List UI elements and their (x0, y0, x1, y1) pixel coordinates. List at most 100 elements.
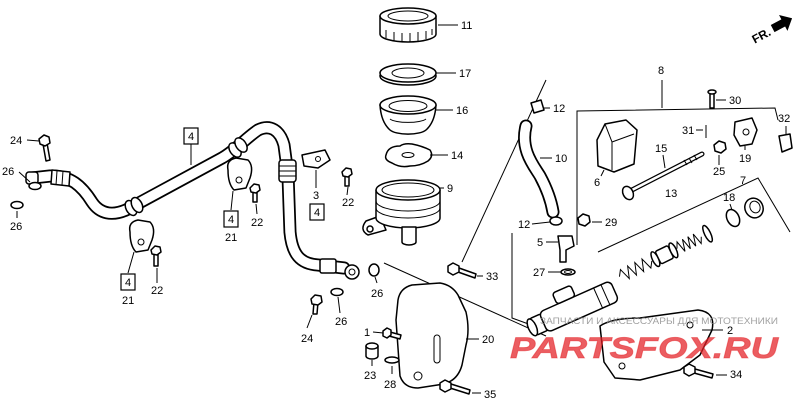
reservoir-tank (362, 179, 441, 246)
callout-brake-hose-top: 4 (188, 131, 194, 143)
sealing-washer (368, 263, 380, 277)
callout-cotter-pin: 31 (682, 125, 694, 137)
callout-box (120, 273, 136, 291)
push-rod (621, 151, 705, 201)
callout-diaphragm: 16 (456, 105, 468, 117)
guard-mount-bolt (439, 379, 471, 395)
callout-clamp-bolt-lower: 22 (151, 285, 163, 297)
callout-cylinder-cover: 2 (727, 325, 733, 337)
diaphragm-plate (379, 63, 437, 86)
callout-washer-right: 26 (371, 288, 383, 300)
callout-clamp-middle: 21 (225, 232, 237, 244)
arrow-up-right-icon (770, 15, 793, 33)
reservoir-diaphragm (379, 95, 437, 135)
callout-clevis: 19 (739, 153, 751, 165)
callout-washer-bottom: 26 (335, 316, 347, 328)
hose-banjo-right (344, 264, 360, 280)
callout-washer-left-top: 26 (2, 166, 14, 178)
hose-clamp-middle (226, 157, 253, 191)
sealing-washer (330, 287, 344, 297)
hose-fitting-left (50, 169, 71, 187)
guard-bolt (382, 327, 402, 340)
watermark: ЗАПЧАСТИ И АКСЕССУАРЫ ДЛЯ МОТОТЕХНИКИ PA… (510, 316, 780, 365)
grommet (365, 342, 379, 360)
callout-washer-left-bottom: 26 (10, 221, 22, 233)
callout-clamp-upper: 3 (313, 190, 319, 202)
o-ring (560, 268, 576, 276)
banjo-bolt-left (38, 134, 51, 162)
cover-bolt (683, 363, 714, 379)
callout-push-rod: 15 (655, 143, 667, 155)
callout-brake-hose-middle: 4 (228, 214, 234, 226)
callout-dust-boot: 7 (740, 175, 746, 187)
hose-clamp-lower (128, 219, 155, 253)
callout-reservoir-hose: 10 (555, 153, 567, 165)
callout-banjo-bolt-right: 24 (301, 333, 313, 345)
retaining-clip (778, 133, 793, 153)
cylinder-cover (599, 309, 714, 381)
callout-hose-clamp-bottom: 12 (518, 219, 530, 231)
callout-reservoir: 9 (447, 183, 453, 195)
callout-box (223, 210, 239, 228)
bolt (447, 262, 477, 279)
leader-lines (16, 24, 787, 394)
callout-screw: 29 (605, 217, 617, 229)
callout-lock-nut: 25 (713, 166, 725, 178)
callout-float: 14 (451, 150, 463, 162)
callout-clamp-bolt-upper: 22 (342, 197, 354, 209)
callout-clamp-bolt-middle: 22 (251, 217, 263, 229)
callout-hose-joint: 5 (537, 237, 543, 249)
snap-ring (725, 208, 741, 228)
master-cylinder-guard (395, 282, 469, 389)
callout-o-ring: 27 (533, 267, 545, 279)
clamp-bolt-upper (341, 167, 353, 187)
callout-retaining-clip: 32 (778, 113, 790, 125)
piston-kit (618, 224, 714, 280)
callout-banjo-bolt-left: 24 (10, 135, 22, 147)
collar (384, 356, 400, 364)
callout-collar: 28 (384, 379, 396, 391)
hose-joint-fitting (557, 235, 575, 263)
callout-clamp-lower: 21 (122, 295, 134, 307)
sealing-washer (10, 200, 24, 210)
callout-snap-ring: 18 (723, 192, 735, 204)
callout-reservoir-cap: 11 (461, 20, 472, 32)
front-label: FR. (750, 25, 774, 46)
callout-cover-bolt: 34 (730, 369, 742, 381)
front-direction-indicator: FR. (750, 15, 793, 46)
master-cylinder-body (526, 281, 619, 337)
reservoir-cap (379, 7, 437, 43)
dust-boot (744, 197, 764, 219)
clevis (733, 117, 758, 147)
callout-hose-clamp-top: 12 (553, 103, 565, 115)
reservoir-float (384, 143, 433, 168)
assembly-bracket (576, 80, 791, 253)
hose-clamp-bottom (549, 216, 563, 226)
clamp-bolt-middle (249, 183, 261, 203)
banjo-bolt-right (310, 294, 323, 315)
clevis-pin (707, 89, 717, 109)
callout-box (309, 203, 325, 221)
screw (577, 213, 591, 227)
hose-clamp-upper (301, 149, 331, 169)
hose-clamp-top (530, 99, 545, 114)
callout-assembly: 8 (658, 65, 664, 77)
callout-diaphragm-plate: 17 (459, 68, 471, 80)
lock-nut (713, 140, 727, 154)
callout-rubber-boot: 6 (594, 177, 600, 189)
watermark-tagline: ЗАПЧАСТИ И АКСЕССУАРЫ ДЛЯ МОТОТЕХНИКИ (540, 316, 778, 326)
rubber-boot (596, 119, 638, 173)
callout-guard-bolt: 1 (364, 327, 370, 339)
callout-guard-mount-bolt: 35 (484, 389, 496, 401)
callout-bolt: 33 (486, 271, 498, 283)
reservoir-hose (518, 99, 563, 226)
clamp-bolt-lower (150, 245, 162, 267)
callout-piston-kit: 13 (665, 188, 677, 200)
callout-guard: 20 (482, 334, 494, 346)
callout-brake-hose-lower: 4 (125, 277, 131, 289)
callout-box (183, 127, 199, 145)
callout-brake-hose-right: 4 (314, 207, 320, 219)
callout-grommet: 23 (364, 370, 376, 382)
sealing-washer (28, 181, 42, 191)
